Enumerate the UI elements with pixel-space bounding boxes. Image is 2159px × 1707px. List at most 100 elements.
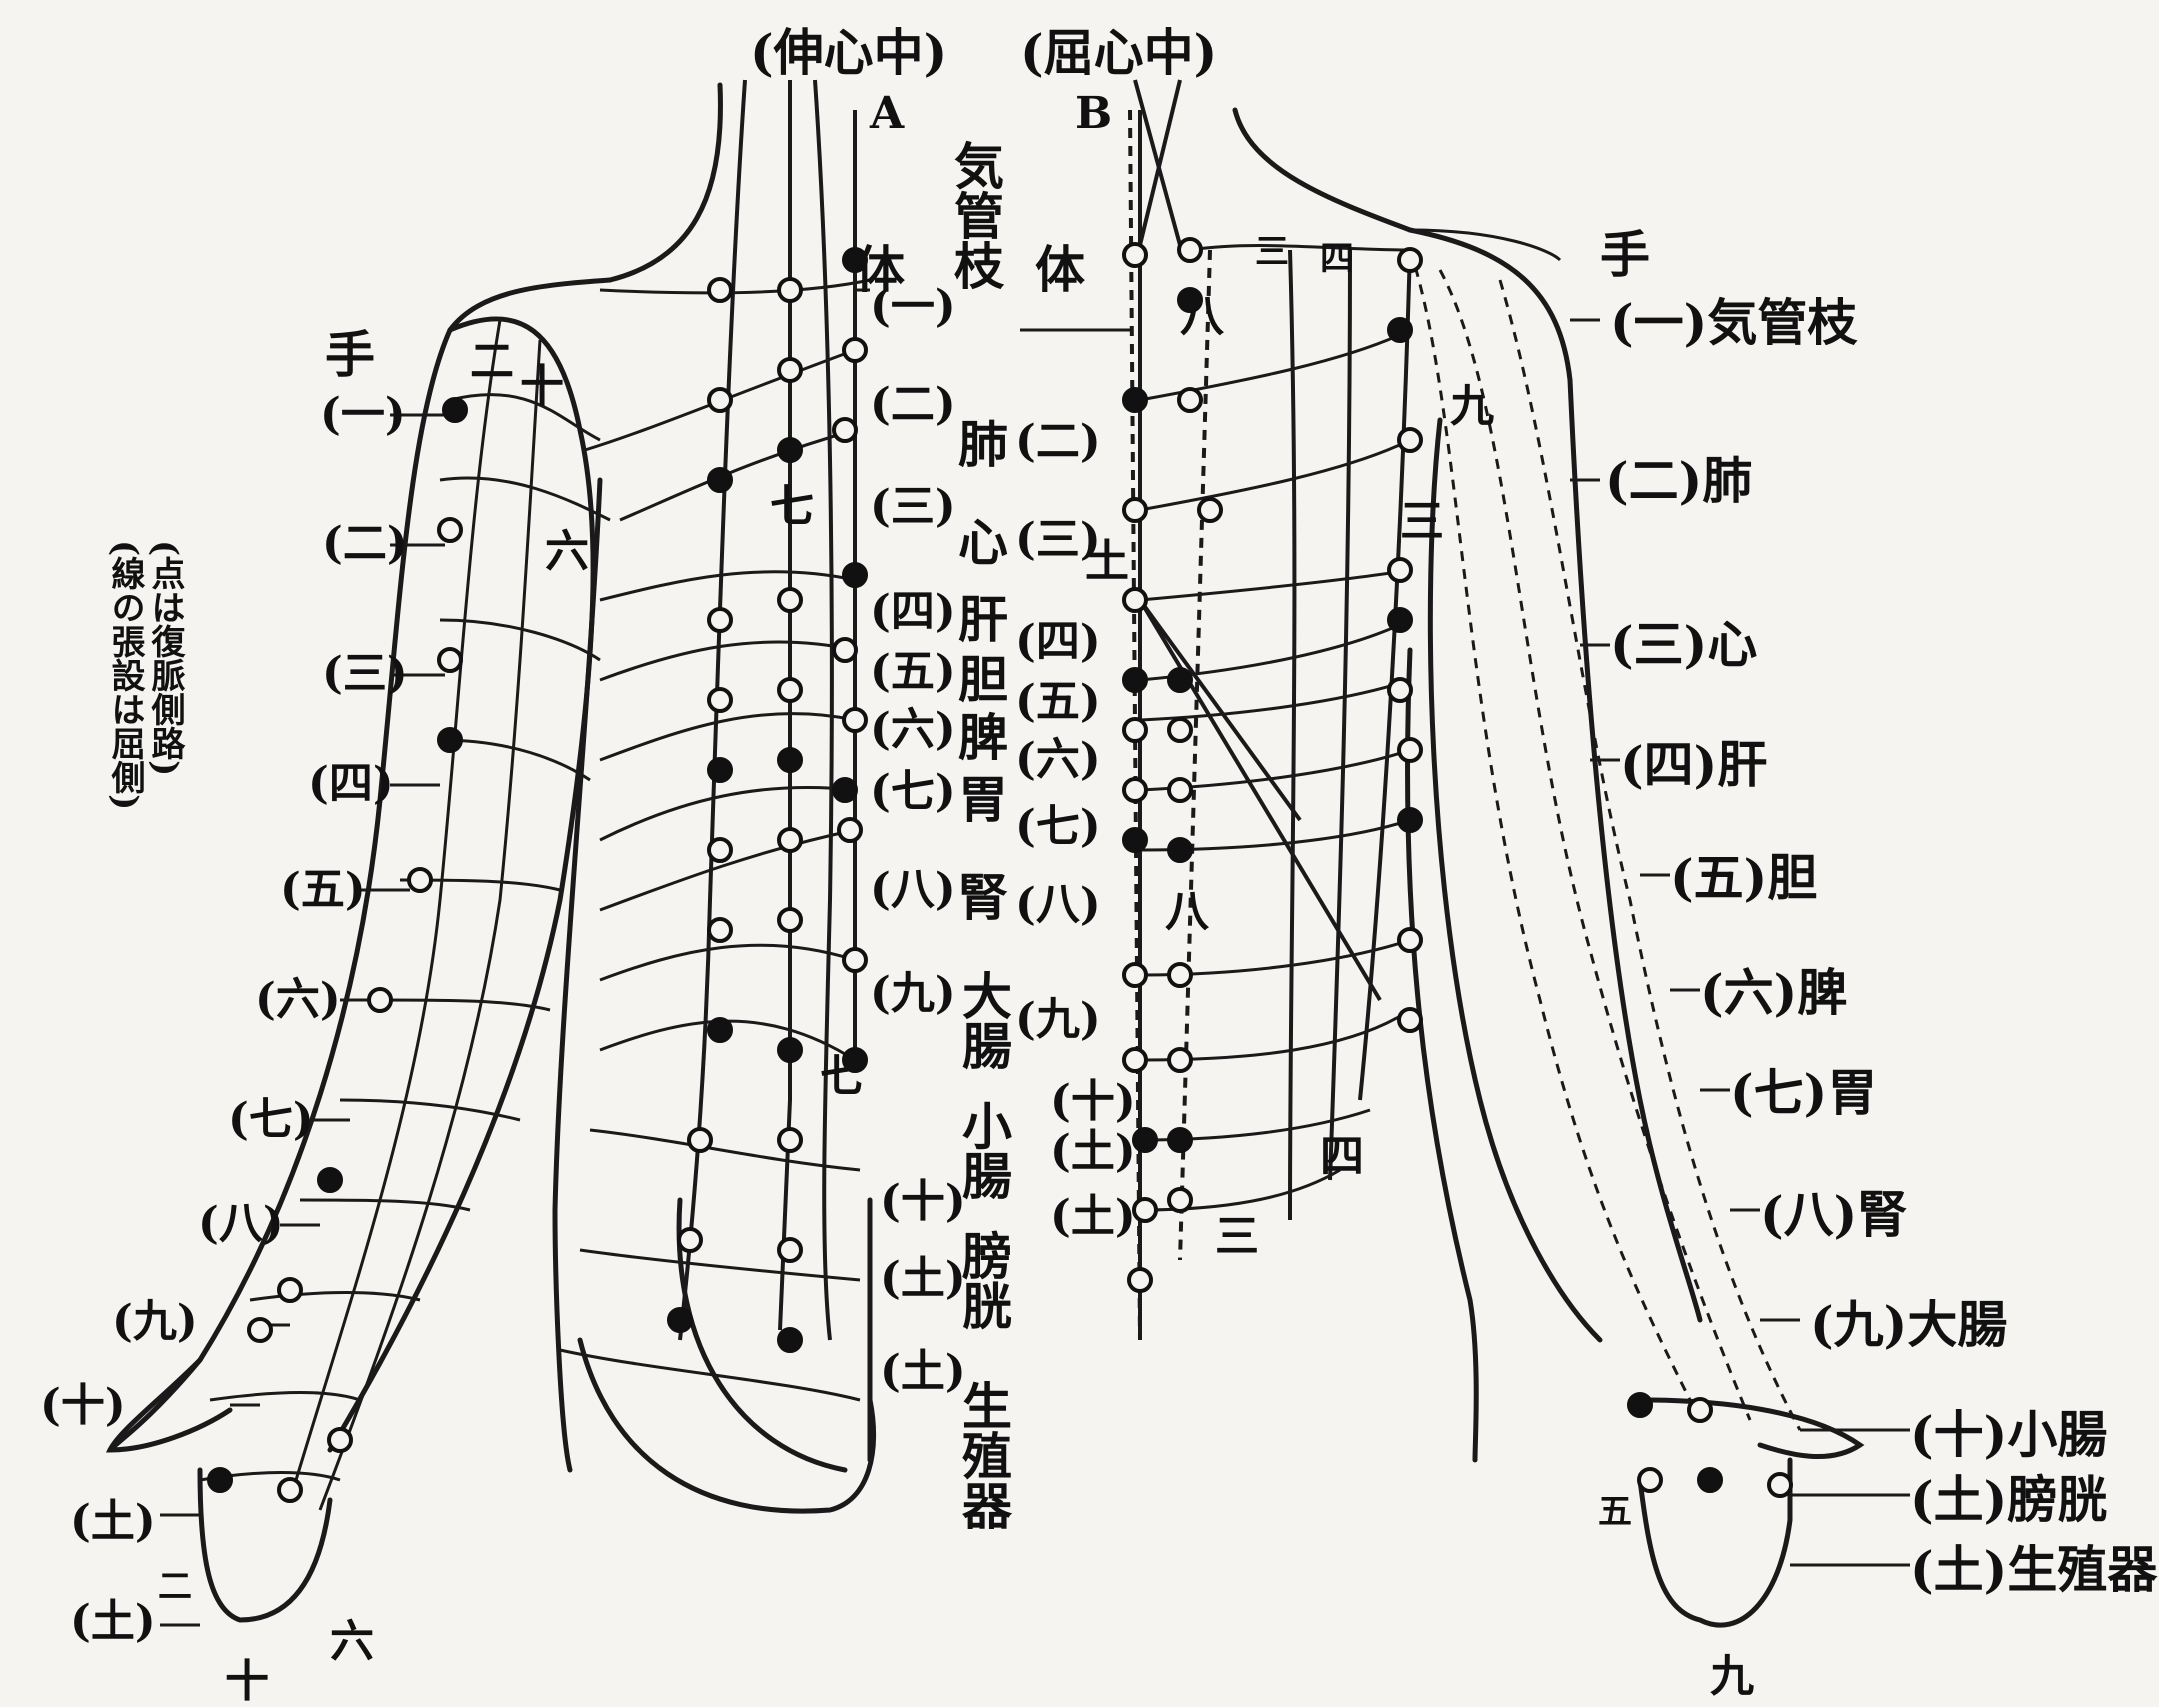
acupoint-dot: [329, 1429, 351, 1451]
acupoint-dot: [709, 1019, 731, 1041]
organ-trachea: 気管枝: [950, 140, 1000, 290]
acupoint-dot: [709, 839, 731, 861]
right-arm-label-12: (土)生殖器: [1910, 1545, 2157, 1595]
acupoint-dot: [669, 1309, 691, 1331]
acupoint-dot: [1124, 499, 1146, 521]
acupoint-dot: [709, 689, 731, 711]
left-arm-number: (九): [112, 1300, 198, 1344]
acupoint-dot: [1134, 1129, 1156, 1151]
center-b-number: (八): [1015, 883, 1101, 927]
acupoint-dot: [369, 989, 391, 1011]
acupoint-dot: [1124, 964, 1146, 986]
center-b-number: (四): [1015, 620, 1101, 664]
acupoint-dot: [709, 279, 731, 301]
acupoint-dot: [249, 1319, 271, 1341]
left-arm-number: (八): [198, 1202, 284, 1246]
acupoint-dot: [209, 1469, 231, 1491]
organ-spleen: 脾: [958, 713, 1008, 763]
acupoint-dot: [1134, 1199, 1156, 1221]
acupoint-dot: [1124, 1049, 1146, 1071]
acupoint-dot: [779, 1329, 801, 1351]
center-b-mark: 八: [1165, 890, 1209, 934]
organ-bladder: 膀胱: [958, 1230, 1008, 1330]
flexion-center-label: (屈心中): [1020, 28, 1217, 78]
center-b-number: (七): [1015, 805, 1101, 849]
acupoint-dot: [1124, 244, 1146, 266]
center-b-mark: 八: [1180, 295, 1224, 339]
organ-stomach: 胃: [958, 775, 1008, 825]
acupoint-dot: [1399, 809, 1421, 831]
left-arm-number: (三): [322, 652, 408, 696]
acupoint-dot: [779, 679, 801, 701]
acupoint-dot: [1199, 499, 1221, 521]
acupoint-dot: [1689, 1399, 1711, 1421]
acupoint-dot: [1399, 929, 1421, 951]
organ-small-intestine: 小腸: [958, 1100, 1008, 1200]
center-a-number: (十): [880, 1180, 966, 1224]
organ-gall: 胆: [958, 655, 1008, 705]
organ-large-intestine: 大腸: [958, 970, 1008, 1070]
right-arm-label-11: (土)膀胱: [1910, 1475, 2107, 1525]
center-a-number: (六): [870, 708, 956, 752]
acupoint-dot: [439, 649, 461, 671]
acupoint-dot: [1399, 249, 1421, 271]
acupoint-dot: [679, 1229, 701, 1251]
center-b-number: (土): [1050, 1130, 1136, 1174]
acupoint-dot: [844, 709, 866, 731]
center-b-number: (十): [1050, 1080, 1136, 1124]
acupoint-dot: [1399, 429, 1421, 451]
acupoint-dot: [1169, 1189, 1191, 1211]
acupoint-dot: [1169, 1129, 1191, 1151]
acupoint-dot: [1129, 1269, 1151, 1291]
acupoint-dot: [779, 1239, 801, 1261]
acupoint-dot: [834, 779, 856, 801]
left-arm-number: (十): [40, 1384, 126, 1428]
left-arm-number: (土): [70, 1500, 156, 1544]
left-arm-number: (二): [322, 522, 408, 566]
organ-lung: 肺: [958, 420, 1008, 470]
acupoint-dot: [1639, 1469, 1661, 1491]
left-arm-mark: 十: [520, 365, 564, 409]
left-arm-number: (一): [320, 393, 406, 437]
acupoint-dot: [1169, 964, 1191, 986]
center-b-number: (五): [1015, 680, 1101, 724]
center-a-number: (九): [870, 972, 956, 1016]
acupoint-dot: [779, 589, 801, 611]
acupoint-dot: [279, 1279, 301, 1301]
acupoint-dot: [1769, 1474, 1791, 1496]
acupoint-dot: [844, 564, 866, 586]
right-arm-label-6: (六)脾: [1700, 968, 1847, 1018]
acupoint-dot: [1124, 829, 1146, 851]
center-b-mark: 体: [1035, 245, 1085, 295]
acupoint-dot: [844, 949, 866, 971]
center-b-mark: 四: [1320, 242, 1354, 276]
organ-body-a: 体: [855, 245, 905, 295]
right-arm-mark: 九: [1450, 385, 1494, 429]
left-arm-mark: 六: [545, 530, 589, 574]
acupoint-dot: [779, 909, 801, 931]
right-arm-label-2: (二)肺: [1605, 456, 1752, 506]
acupoint-dot: [1389, 559, 1411, 581]
left-arm-mark: 二: [470, 340, 514, 384]
center-b-mark: 四: [1320, 1135, 1364, 1179]
right-arm-label-10: (十)小腸: [1910, 1410, 2107, 1460]
center-b-number: (土): [1050, 1195, 1136, 1239]
acupoint-dot: [1169, 1049, 1191, 1071]
acupoint-dot: [779, 1039, 801, 1061]
acupoint-dot: [709, 389, 731, 411]
acupoint-dot: [1169, 669, 1191, 691]
acupoint-dot: [1169, 779, 1191, 801]
center-b-number: (六): [1015, 738, 1101, 782]
acupoint-dot: [844, 339, 866, 361]
acupoint-dot: [1169, 719, 1191, 741]
right-arm-label-4: (四)肝: [1620, 740, 1767, 790]
acupoint-dot: [409, 869, 431, 891]
center-a-number: (五): [870, 650, 956, 694]
center-b-mark: 土: [1085, 540, 1129, 584]
organ-liver: 肝: [958, 595, 1008, 645]
acupoint-dot: [1124, 719, 1146, 741]
right-hand-mark: 五: [1598, 1495, 1632, 1529]
acupoint-dot: [1399, 1009, 1421, 1031]
acupoint-dot: [834, 639, 856, 661]
center-a-mark: 七: [820, 1055, 864, 1099]
